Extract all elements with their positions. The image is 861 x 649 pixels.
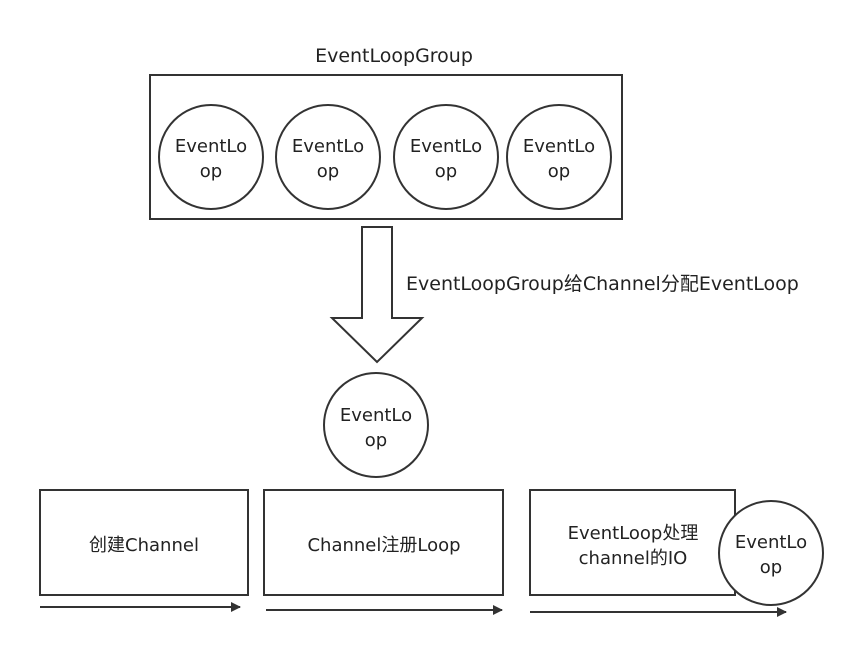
assigned-loop: EventLo op: [323, 372, 429, 478]
step-label: 创建Channel: [89, 535, 199, 556]
loop-label-line2: op: [435, 161, 457, 182]
loop-label-line2: op: [200, 161, 222, 182]
side-loop: EventLo op: [718, 500, 824, 606]
group-loop-1: EventLo op: [158, 104, 264, 210]
step-create-channel: 创建Channel: [39, 489, 249, 612]
group-title: EventLoopGroup: [315, 45, 473, 67]
group-loop-4: EventLo op: [506, 104, 612, 210]
loop-circle: [506, 104, 612, 210]
step-label: Channel注册Loop: [307, 535, 460, 556]
loop-circle: [323, 372, 429, 478]
loop-label-line2: op: [760, 557, 782, 578]
loop-label-line2: op: [317, 161, 339, 182]
step-process-io: EventLoop处理 channel的IO: [529, 489, 787, 617]
step-label-line2: channel的IO: [579, 548, 688, 569]
step-box: [263, 489, 504, 596]
step-register-loop: Channel注册Loop: [263, 489, 504, 615]
group-loop-3: EventLo op: [393, 104, 499, 210]
loop-label-line1: EventLo: [523, 136, 595, 157]
loop-label-line2: op: [548, 161, 570, 182]
step-box: [529, 489, 736, 596]
loop-label-line1: EventLo: [175, 136, 247, 157]
loop-circle: [718, 500, 824, 606]
loop-label-line2: op: [365, 430, 387, 451]
assign-label: EventLoopGroup给Channel分配EventLoop: [406, 273, 799, 295]
loop-label-line1: EventLo: [340, 405, 412, 426]
loop-label-line1: EventLo: [410, 136, 482, 157]
step-label-line1: EventLoop处理: [568, 523, 699, 544]
loop-circle: [158, 104, 264, 210]
group-loop-2: EventLo op: [275, 104, 381, 210]
loop-circle: [275, 104, 381, 210]
loop-circle: [393, 104, 499, 210]
loop-label-line1: EventLo: [735, 532, 807, 553]
loop-label-line1: EventLo: [292, 136, 364, 157]
step-box: [39, 489, 249, 596]
assign-down-arrow: [329, 226, 425, 364]
